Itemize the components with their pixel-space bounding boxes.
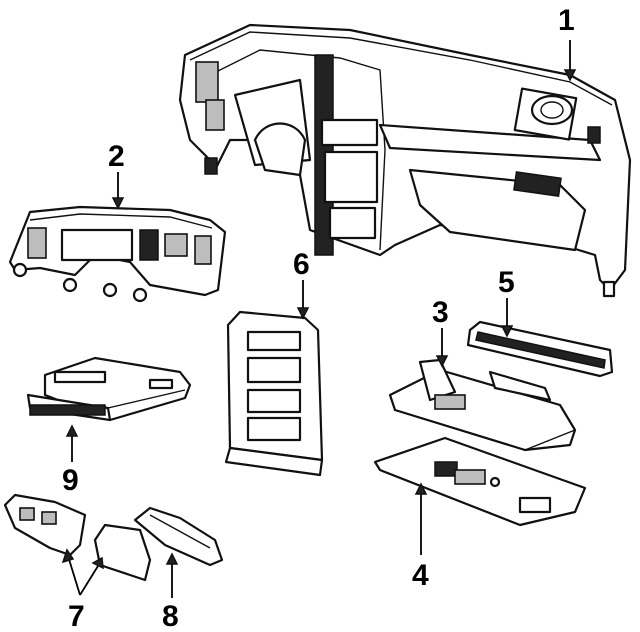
callout-5: 5 (498, 266, 515, 299)
part-8-side-cover (133, 506, 224, 567)
callout-2: 2 (108, 140, 125, 173)
callout-8: 8 (162, 600, 179, 632)
part-1-instrument-panel (178, 23, 632, 298)
callout-6: 6 (293, 248, 310, 281)
part-2-cluster-bezel (8, 205, 227, 303)
part-9-ash-tray (26, 356, 192, 422)
part-3-glove-box (388, 358, 577, 452)
leader-lines (61, 40, 577, 598)
callout-9: 9 (62, 464, 79, 497)
callout-1: 1 (558, 4, 575, 37)
callout-4: 4 (412, 559, 429, 592)
callout-7: 7 (68, 600, 85, 632)
part-4-lower-panel (373, 436, 587, 527)
part-7-knee-bolster (3, 493, 152, 582)
part-5-trim-strip (466, 320, 614, 378)
part-6-center-bezel (224, 310, 324, 477)
callout-3: 3 (432, 296, 449, 329)
